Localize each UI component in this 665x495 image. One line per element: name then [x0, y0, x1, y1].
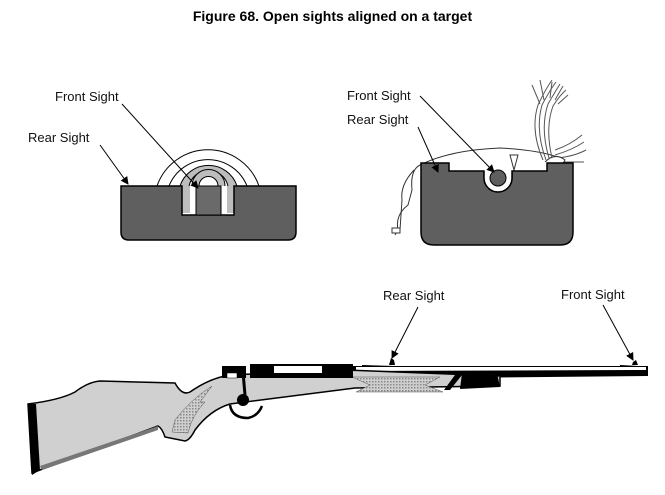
bullseye-rear-sight-arrow: [99, 144, 129, 185]
caribou-front-sight-label: Front Sight: [347, 88, 411, 103]
bullseye-front-sight-label: Front Sight: [55, 89, 119, 104]
rifle-front-sight-arrow: [602, 304, 634, 361]
rifle-stock: [27, 369, 501, 475]
rifle-trigger-guard: [228, 404, 264, 420]
caribou-panel: [391, 79, 587, 246]
rifle-bolt-knob: [237, 394, 249, 406]
rifle-buttpad: [28, 404, 40, 475]
rifle-front-sight-label: Front Sight: [561, 287, 625, 302]
rifle-rear-sight: [362, 358, 395, 366]
bullseye-front-sight-arrow: [121, 103, 199, 189]
rifle-rear-sight-label: Rear Sight: [383, 288, 445, 303]
caribou-front-sight-arrow: [419, 95, 495, 173]
caribou-rear-sight-arrow: [417, 126, 439, 173]
caribou-front-sight: [489, 169, 507, 187]
bullseye-panel: [99, 103, 297, 241]
bullseye-front-sight: [195, 185, 222, 216]
rifle-action: [222, 364, 353, 420]
caribou-rear-sight-label: Rear Sight: [347, 112, 409, 127]
rifle-rear-sight-arrow: [391, 306, 419, 359]
rifle-front-sight: [620, 360, 638, 366]
rifle-panel: [27, 304, 648, 475]
rifle-grip-checkering: [171, 385, 213, 434]
bullseye-rear-sight-label: Rear Sight: [28, 130, 90, 145]
figure-title: Figure 68. Open sights aligned on a targ…: [192, 8, 473, 24]
bullseye-rear-sight: [120, 185, 297, 241]
rifle-forend-checkering: [351, 376, 444, 393]
